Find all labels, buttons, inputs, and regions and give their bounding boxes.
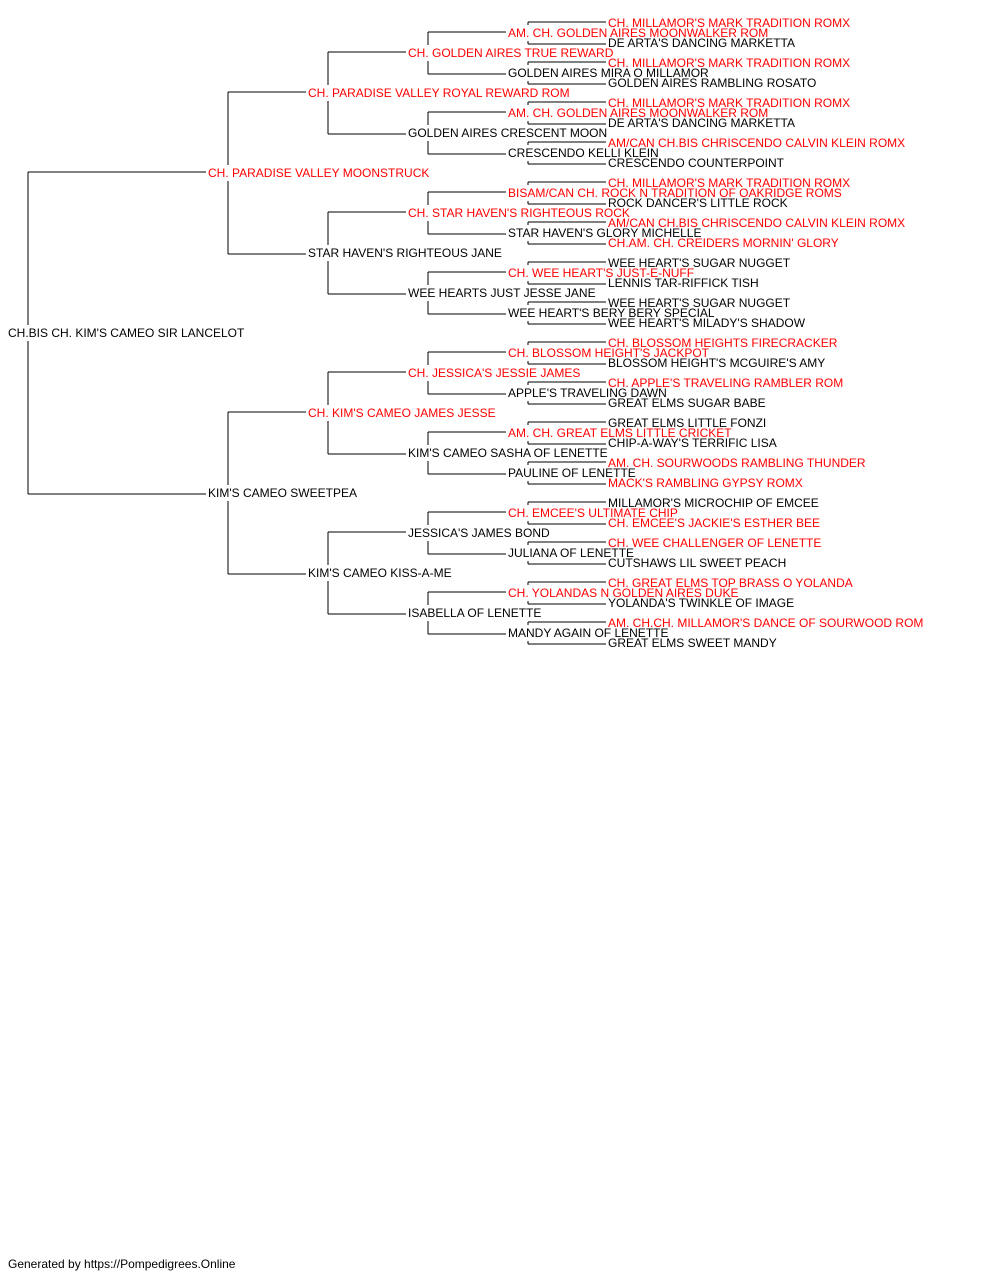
ancestor-name-gen4: AM. CH. GOLDEN AIRES MOONWALKER ROM	[508, 106, 769, 120]
ancestor-name-gen4: BISAM/CAN CH. ROCK N TRADITION OF OAKRID…	[508, 186, 842, 200]
ancestor-name-gen4: CH. YOLANDAS N GOLDEN AIRES DUKE	[508, 586, 739, 600]
ancestor-name-gen3: GOLDEN AIRES CRESCENT MOON	[408, 126, 608, 140]
ancestor-name-gen3: JESSICA'S JAMES BOND	[408, 526, 550, 540]
ancestor-name-gen3: WEE HEARTS JUST JESSE JANE	[408, 286, 596, 300]
ancestor-name-gen5: GREAT ELMS LITTLE FONZI	[608, 416, 767, 430]
ancestor-name-gen3: ISABELLA OF LENETTE	[408, 606, 542, 620]
ancestor-name-gen4: PAULINE OF LENETTE	[508, 466, 636, 480]
ancestor-name-gen4: AM. CH. GREAT ELMS LITTLE CRICKET	[508, 426, 732, 440]
ancestor-name-gen4: MANDY AGAIN OF LENETTE	[508, 626, 669, 640]
ancestor-name-gen5: AM/CAN CH.BIS CHRISCENDO CALVIN KLEIN RO…	[608, 216, 906, 230]
subject-dog-name: CH.BIS CH. KIM'S CAMEO SIR LANCELOT	[8, 326, 245, 340]
ancestor-name-gen4: STAR HAVEN'S GLORY MICHELLE	[508, 226, 702, 240]
ancestor-name-gen2: STAR HAVEN'S RIGHTEOUS JANE	[308, 246, 502, 260]
ancestor-name-gen5: CH. GREAT ELMS TOP BRASS O YOLANDA	[608, 576, 853, 590]
ancestor-name-gen2: KIM'S CAMEO KISS-A-ME	[308, 566, 452, 580]
ancestor-name-gen5: CH.AM. CH. CREIDERS MORNIN' GLORY	[608, 236, 839, 250]
ancestor-name-gen3: CH. STAR HAVEN'S RIGHTEOUS ROCK	[408, 206, 630, 220]
footer-credit: Generated by https://Pompedigrees.Online	[8, 1257, 236, 1271]
ancestor-name-gen5: WEE HEART'S MILADY'S SHADOW	[608, 316, 806, 330]
ancestor-name-gen4: JULIANA OF LENETTE	[508, 546, 635, 560]
ancestor-name-gen5: AM/CAN CH.BIS CHRISCENDO CALVIN KLEIN RO…	[608, 136, 906, 150]
ancestor-name-gen5: GREAT ELMS SWEET MANDY	[608, 636, 777, 650]
ancestor-name-gen5: GOLDEN AIRES RAMBLING ROSATO	[608, 76, 817, 90]
ancestor-name-gen1: CH. PARADISE VALLEY MOONSTRUCK	[208, 166, 430, 180]
ancestor-name-gen5: CH. WEE CHALLENGER OF LENETTE	[608, 536, 822, 550]
ancestor-name-gen5: MILLAMOR'S MICROCHIP OF EMCEE	[608, 496, 819, 510]
ancestor-name-gen4: CH. EMCEE'S ULTIMATE CHIP	[508, 506, 678, 520]
ancestor-name-gen5: CHIP-A-WAY'S TERRIFIC LISA	[608, 436, 777, 450]
ancestor-name-gen3: CH. GOLDEN AIRES TRUE REWARD	[408, 46, 614, 60]
ancestor-name-gen5: WEE HEART'S SUGAR NUGGET	[608, 256, 791, 270]
ancestor-name-gen1: KIM'S CAMEO SWEETPEA	[208, 486, 357, 500]
ancestor-name-gen5: YOLANDA'S TWINKLE OF IMAGE	[608, 596, 795, 610]
ancestor-name-gen5: MACK'S RAMBLING GYPSY ROMX	[608, 476, 803, 490]
ancestor-name-gen5: CUTSHAWS LIL SWEET PEACH	[608, 556, 787, 570]
ancestor-name-gen2: CH. KIM'S CAMEO JAMES JESSE	[308, 406, 496, 420]
ancestor-name-gen5: AM. CH.CH. MILLAMOR'S DANCE OF SOURWOOD …	[608, 616, 924, 630]
ancestor-name-gen5: CH. MILLAMOR'S MARK TRADITION ROMX	[608, 16, 851, 30]
ancestor-name-gen5: GREAT ELMS SUGAR BABE	[608, 396, 766, 410]
ancestor-name-gen5: CH. APPLE'S TRAVELING RAMBLER ROM	[608, 376, 844, 390]
ancestor-name-gen5: CH. MILLAMOR'S MARK TRADITION ROMX	[608, 56, 851, 70]
ancestor-name-gen5: AM. CH. SOURWOODS RAMBLING THUNDER	[608, 456, 866, 470]
ancestor-name-gen5: DE ARTA'S DANCING MARKETTA	[608, 36, 795, 50]
ancestor-name-gen4: AM. CH. GOLDEN AIRES MOONWALKER ROM	[508, 26, 769, 40]
ancestor-name-gen5: DE ARTA'S DANCING MARKETTA	[608, 116, 795, 130]
ancestor-name-gen5: ROCK DANCER'S LITTLE ROCK	[608, 196, 788, 210]
ancestor-name-gen5: CH. BLOSSOM HEIGHTS FIRECRACKER	[608, 336, 838, 350]
ancestor-name-gen5: CH. EMCEE'S JACKIE'S ESTHER BEE	[608, 516, 820, 530]
ancestor-name-gen4: WEE HEART'S BERY BERY SPECIAL	[508, 306, 715, 320]
ancestor-name-gen5: BLOSSOM HEIGHT'S MCGUIRE'S AMY	[608, 356, 826, 370]
ancestor-name-gen3: CH. JESSICA'S JESSIE JAMES	[408, 366, 581, 380]
ancestor-name-gen5: CH. MILLAMOR'S MARK TRADITION ROMX	[608, 176, 851, 190]
ancestor-name-gen4: CH. BLOSSOM HEIGHT'S JACKPOT	[508, 346, 709, 360]
ancestor-name-gen5: CH. MILLAMOR'S MARK TRADITION ROMX	[608, 96, 851, 110]
ancestor-name-gen4: CRESCENDO KELLI KLEIN	[508, 146, 659, 160]
ancestor-name-gen5: CRESCENDO COUNTERPOINT	[608, 156, 785, 170]
ancestor-name-gen5: LENNIS TAR-RIFFICK TISH	[608, 276, 759, 290]
ancestor-name-gen4: APPLE'S TRAVELING DAWN	[508, 386, 667, 400]
ancestor-name-gen3: KIM'S CAMEO SASHA OF LENETTE	[408, 446, 608, 460]
ancestor-name-gen2: CH. PARADISE VALLEY ROYAL REWARD ROM	[308, 86, 570, 100]
ancestor-name-gen4: CH. WEE HEART'S JUST-E-NUFF	[508, 266, 695, 280]
ancestor-name-gen4: GOLDEN AIRES MIRA O MILLAMOR	[508, 66, 709, 80]
ancestor-name-gen5: WEE HEART'S SUGAR NUGGET	[608, 296, 791, 310]
